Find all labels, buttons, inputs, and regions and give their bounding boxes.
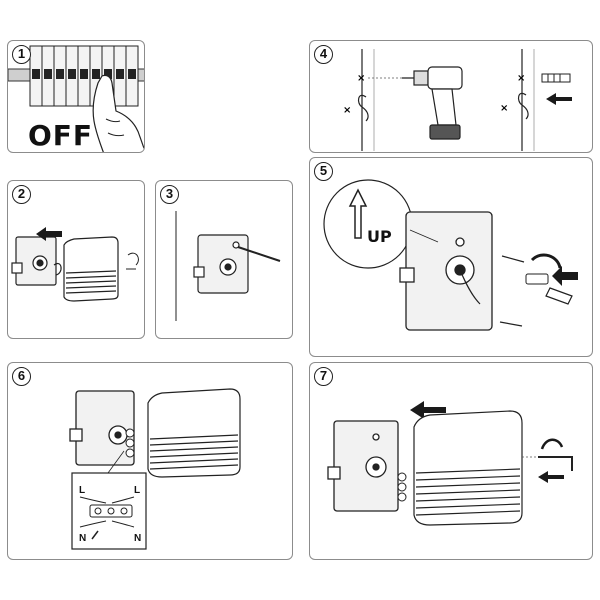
cover-fitting-illustration — [327, 401, 573, 526]
insert-arrow-icon — [538, 471, 564, 483]
step-number: 1 — [12, 45, 31, 64]
zoom-leader-line — [409, 229, 439, 243]
plug-mark-top: × — [517, 73, 525, 84]
screw-removal-icon — [126, 252, 139, 270]
off-label: OFF — [28, 119, 94, 152]
push-arrow-icon — [552, 266, 578, 286]
breaker-illustration — [8, 45, 144, 152]
wall-drilling-illustration: × × × × — [343, 49, 572, 151]
light-cover — [147, 388, 241, 478]
wire-label-neutral-right: N — [134, 533, 142, 544]
wall-bracket — [399, 211, 493, 331]
rotate-arrow-icon — [540, 438, 564, 450]
step-number: 6 — [12, 367, 31, 386]
step-number: 3 — [160, 185, 179, 204]
light-cover — [413, 410, 523, 526]
bracket-mounting-illustration — [323, 179, 578, 331]
step-3-panel: 3 — [155, 180, 293, 339]
slide-arrow-icon — [410, 401, 446, 419]
wall-plug-icon — [541, 73, 571, 83]
step-1-panel: 1 OFF — [7, 40, 145, 153]
wall-bracket — [69, 390, 135, 466]
step-number: 4 — [314, 45, 333, 64]
screwdriver-icon — [237, 246, 281, 262]
wiring-illustration — [69, 388, 241, 550]
light-cover — [63, 236, 119, 302]
wire-label-neutral-left: N — [79, 533, 87, 544]
screwdriver-handle-icon — [545, 287, 573, 305]
cover-removal-illustration — [11, 227, 139, 302]
step-number: 2 — [12, 185, 31, 204]
drill-icon — [402, 66, 463, 140]
step-number: 7 — [314, 367, 333, 386]
step-5-panel: 5 UP — [309, 157, 593, 357]
drill-mark-bottom: × — [343, 105, 351, 116]
step-number: 5 — [314, 162, 333, 181]
rotate-arrow-icon — [530, 253, 562, 269]
hand-knuckle-lines — [105, 118, 125, 137]
drill-mark-top: × — [357, 73, 365, 84]
pull-arrow-icon — [36, 227, 62, 241]
wall-bracket — [193, 234, 249, 294]
cable-right — [517, 92, 529, 120]
wall-bracket — [11, 236, 57, 286]
terminal-block — [397, 472, 407, 502]
step-4-panel: × × × × 4 — [309, 40, 593, 153]
wall-bracket — [327, 420, 399, 512]
terminal-block — [125, 428, 135, 458]
cable-coil — [53, 263, 62, 276]
breaker-switches — [32, 69, 136, 79]
insert-arrow-icon — [546, 93, 572, 105]
cable-left — [357, 94, 369, 122]
bracket-unscrew-illustration — [175, 211, 281, 321]
up-label: UP — [367, 227, 392, 246]
detail-leader-line — [107, 450, 125, 474]
plug-mark-bottom: × — [500, 103, 508, 114]
wall-plug-icon — [525, 273, 549, 285]
up-arrow-icon — [348, 188, 368, 239]
wire-label-live-right: L — [134, 485, 141, 496]
screws-icon — [499, 255, 525, 327]
hand-finger — [92, 74, 144, 152]
wire-label-live-left: L — [79, 485, 86, 496]
zoom-circle — [323, 179, 413, 269]
cable-through-bracket — [459, 269, 481, 305]
wire-terminal-detail — [79, 496, 135, 540]
step-2-panel: 2 — [7, 180, 145, 339]
allen-key-icon — [538, 456, 573, 471]
step-7-panel: 7 — [309, 362, 593, 560]
step-6-panel: 6 L L N N — [7, 362, 293, 560]
